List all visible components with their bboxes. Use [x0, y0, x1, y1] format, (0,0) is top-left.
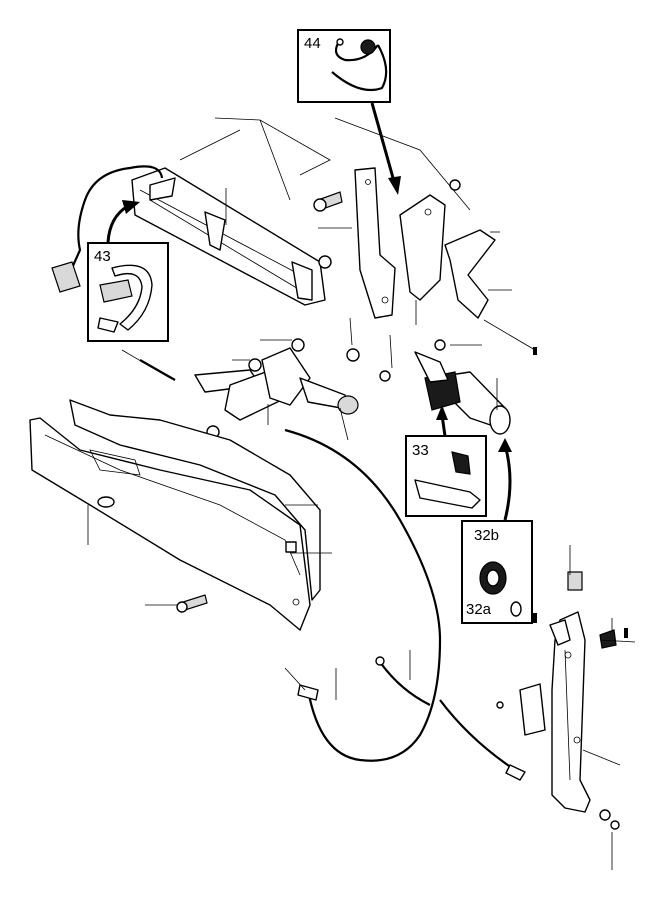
callout-32[interactable]: 32b 32a	[461, 520, 533, 624]
washer-icon	[434, 339, 446, 351]
hinge-arm[interactable]	[549, 611, 591, 813]
mounting-bracket[interactable]	[354, 167, 396, 319]
callout-43-label: 43	[94, 248, 111, 265]
callout-43[interactable]: 43	[87, 242, 169, 342]
bolt-icon	[313, 191, 343, 212]
nut-icon	[291, 338, 305, 352]
callout-33[interactable]: 33	[405, 435, 487, 517]
wiper-motor[interactable]	[414, 351, 511, 435]
cowl-panel[interactable]	[29, 399, 321, 631]
washer-icon	[599, 809, 611, 821]
wire-lead	[70, 165, 164, 269]
hinge-bracket[interactable]	[399, 194, 496, 319]
callout-32a-label: 32a	[466, 601, 492, 618]
clip-icon	[599, 629, 617, 649]
switch-icon	[519, 683, 546, 736]
screw-icon	[379, 370, 391, 382]
screw-icon	[496, 701, 504, 709]
wiper-linkage[interactable]	[194, 347, 359, 439]
drain-hose	[139, 359, 176, 381]
plug-connector-icon	[51, 261, 81, 293]
bowden-cable	[284, 428, 526, 781]
connector-plug-icon	[360, 39, 376, 55]
nut-icon	[318, 255, 332, 269]
circlip-icon	[610, 820, 620, 830]
callout-32-arrow	[503, 444, 512, 521]
callout-44[interactable]: 44	[297, 29, 391, 103]
cap-icon	[567, 571, 583, 591]
callout-44-arrow	[370, 102, 397, 186]
callout-32b-label: 32b	[474, 527, 499, 544]
screw-icon	[176, 594, 208, 613]
callout-33-label: 33	[412, 442, 429, 459]
trim-panel[interactable]	[131, 167, 326, 306]
callout-44-label: 44	[304, 35, 321, 52]
background-panel-outline	[179, 117, 471, 211]
washer-icon	[449, 179, 461, 191]
clip-icon	[285, 541, 297, 553]
nut-icon	[346, 348, 360, 362]
